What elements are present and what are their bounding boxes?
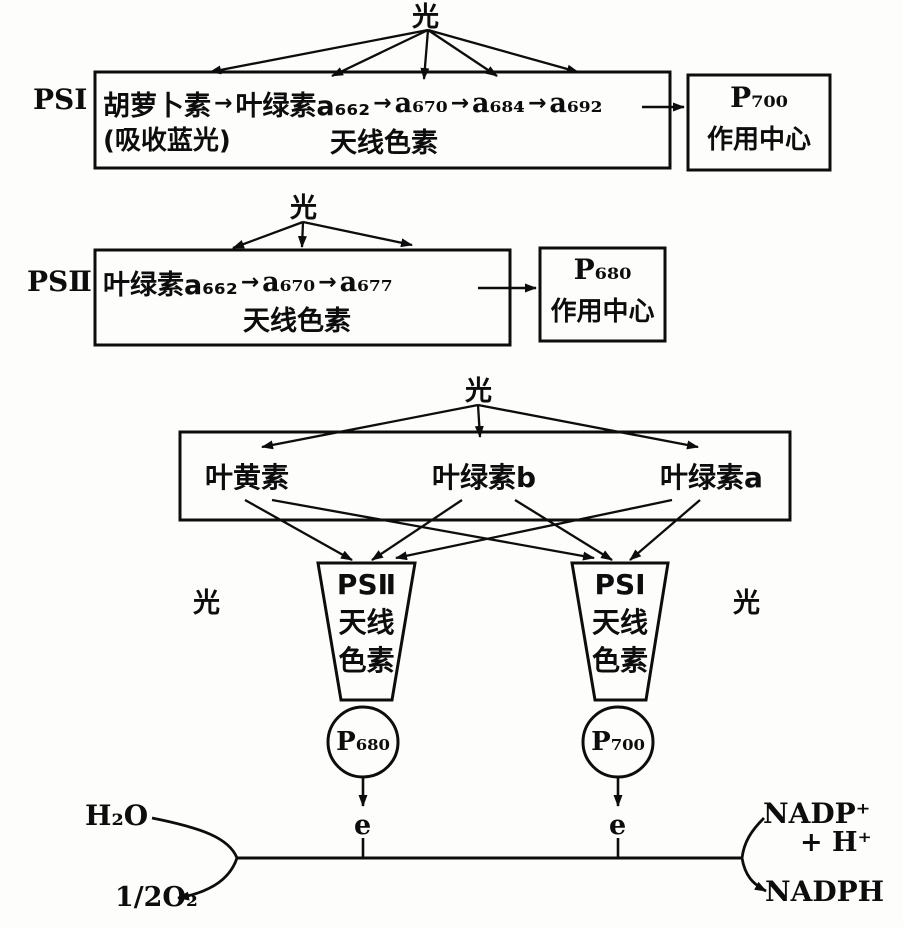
combined-pigment-box	[178, 430, 792, 522]
ps1-reaction-center-role: 作用中心	[706, 125, 811, 155]
water-oxygen-curves	[151, 816, 239, 901]
ps1-antenna-label: 天线色素	[330, 128, 438, 159]
pigment-to-funnel-arrows	[244, 498, 701, 562]
ps2-chain-chla662: 叶绿素a₆₆₂	[103, 270, 238, 301]
ps2-chain-a670: a₆₇₀	[262, 267, 316, 298]
right-arrow-icon: →	[373, 91, 392, 116]
ps2-reaction-center-name: P₆₈₀	[573, 253, 632, 286]
ps2-pigment-chain: 叶绿素a₆₆₂ → a₆₇₀ → a₆₇₇	[103, 263, 393, 302]
ps1-chain-chla662: 叶绿素a₆₆₂	[235, 91, 371, 122]
ps2-label: PSⅡ	[27, 265, 92, 298]
nadph-label: NADPH	[765, 875, 885, 908]
ps1-pigment-chain: 胡萝卜素 → 叶绿素a₆₆₂ → a₆₇₀ → a₆₈₄ → a₆₉₂	[103, 84, 602, 123]
combined-light-label: 光	[465, 376, 492, 407]
h-plus-label: + H⁺	[800, 827, 872, 858]
ps2-antenna-box	[93, 248, 512, 347]
p700-circle-label: P₇₀₀	[591, 727, 645, 757]
pigment-chlorophyll-b-label: 叶绿素b	[432, 461, 537, 494]
right-arrow-icon: →	[527, 91, 547, 116]
ps1-label: PSⅠ	[33, 83, 88, 116]
ps2-chain-a677: a₆₇₇	[339, 267, 393, 298]
ps1-funnel-line3: 色素	[591, 644, 648, 677]
oxygen-label: 1/2O₂	[115, 882, 198, 913]
electron-arrows	[358, 778, 623, 858]
light-right-label: 光	[733, 588, 760, 619]
electron-right-label: e	[609, 810, 627, 841]
ps2-funnel-line3: 色素	[338, 644, 395, 677]
combined-light-arrows	[261, 403, 699, 450]
ps1-chain-a670: a₆₇₀	[394, 88, 448, 119]
pigment-xanthophyll-label: 叶黄素	[205, 461, 290, 494]
electron-left-label: e	[354, 810, 372, 841]
ps2-antenna-label: 天线色素	[243, 306, 351, 337]
ps1-reaction-center-name: P₇₀₀	[730, 81, 788, 114]
ps2-light-arrows	[232, 220, 413, 250]
nadp-nadph-curves	[740, 817, 767, 893]
ps1-funnel-shape	[570, 561, 670, 702]
ps2-funnel-text: PSⅡ 天线 色素	[318, 566, 415, 680]
ps2-funnel-line1: PSⅡ	[336, 568, 397, 601]
ps1-chain-carotene: 胡萝卜素	[103, 91, 211, 122]
ps1-reaction-center-box	[686, 73, 832, 172]
ps2-light-label: 光	[290, 193, 317, 224]
ps1-chain-a684: a₆₈₄	[472, 88, 525, 119]
ps1-funnel-line1: PSⅠ	[594, 568, 646, 601]
right-arrow-icon: →	[450, 91, 469, 116]
light-left-label: 光	[193, 588, 220, 619]
ps2-reaction-center-box	[538, 246, 667, 343]
ps1-light-label: 光	[412, 2, 439, 33]
ps1-funnel-line2: 天线	[591, 606, 648, 639]
right-arrow-icon: →	[240, 270, 260, 295]
right-arrow-icon: →	[318, 270, 337, 295]
ps2-funnel-shape	[316, 561, 417, 702]
right-arrow-icon: →	[214, 91, 233, 116]
p680-circle-label: P₆₈₀	[336, 727, 390, 757]
p700-circle	[581, 705, 655, 779]
water-label: H₂O	[85, 799, 149, 832]
ps1-light-arrows	[209, 28, 579, 80]
ps1-blue-light-note: (吸收蓝光)	[103, 126, 231, 156]
ps1-chain-a692: a₆₉₂	[549, 88, 603, 119]
ps1-funnel-text: PSⅠ 天线 色素	[572, 566, 668, 680]
ps2-funnel-line2: 天线	[338, 606, 395, 639]
nadp-label: NADP⁺	[763, 797, 871, 830]
p680-circle	[326, 705, 400, 779]
ps2-reaction-center-role: 作用中心	[550, 297, 655, 327]
ps1-antenna-box	[93, 70, 672, 170]
pigment-chlorophyll-a-label: 叶绿素a	[660, 461, 763, 494]
